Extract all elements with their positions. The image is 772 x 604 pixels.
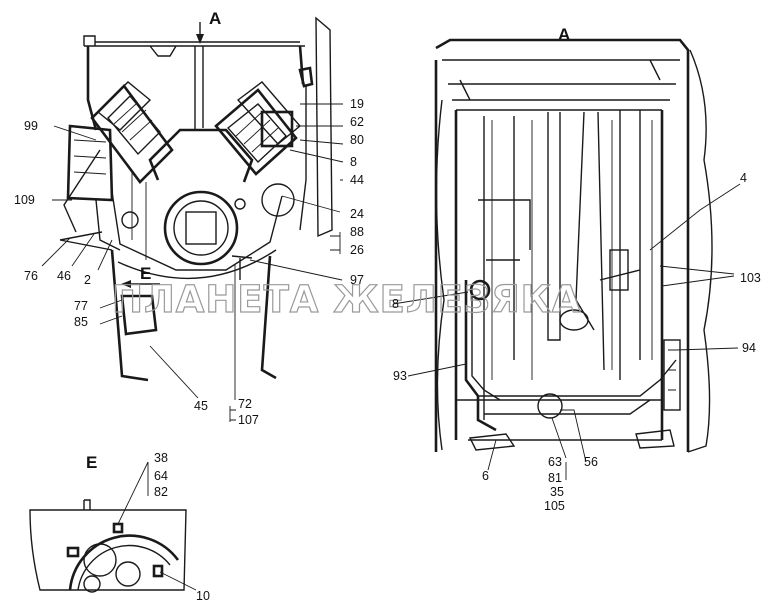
front-view-callout-76: 76	[24, 269, 38, 283]
view-a-callout-81: 81	[548, 471, 562, 485]
view-a-callout-63: 63	[548, 455, 562, 469]
front-view-callout-44: 44	[350, 173, 364, 187]
front-view-callout-99: 99	[24, 119, 38, 133]
detail-e-callout-10: 10	[196, 589, 210, 603]
front-view-callout-107: 107	[238, 413, 259, 427]
detail-e-callout-64: 64	[154, 469, 168, 483]
detail-e-marker: E	[120, 264, 160, 336]
front-view-callout-26: 26	[350, 243, 364, 257]
front-view-callout-2: 2	[84, 273, 91, 287]
view-a-callout-103: 103	[740, 271, 761, 285]
detail-e-callout-82: 82	[154, 485, 168, 499]
front-view-callout-72: 72	[238, 397, 252, 411]
front-view-callout-80: 80	[350, 133, 364, 147]
front-view-callout-8: 8	[350, 155, 357, 169]
front-view-callout-46: 46	[57, 269, 71, 283]
engine-block	[111, 128, 295, 280]
hydraulic-line	[464, 249, 681, 451]
front-view-callout-62: 62	[350, 115, 364, 129]
front-view-leaders	[41, 103, 344, 422]
view-a: A	[392, 25, 741, 480]
watermark: ПЛАНЕТА ЖЕЛЕЗЯКА	[112, 278, 582, 321]
front-view-callout-45: 45	[194, 399, 208, 413]
front-view-callout-19: 19	[350, 97, 364, 111]
view-a-callout-6: 6	[482, 469, 489, 483]
detail-e-callout-38: 38	[154, 451, 168, 465]
front-view-callout-77: 77	[74, 299, 88, 313]
front-view-callout-97: 97	[350, 273, 364, 287]
view-a-callout-56: 56	[584, 455, 598, 469]
view-a-callout-105: 105	[544, 499, 565, 513]
view-arrow-a: A	[196, 9, 221, 44]
detail-e: E	[29, 453, 197, 593]
detail-e-letter: E	[140, 264, 151, 283]
view-a-callout-35: 35	[550, 485, 564, 499]
front-view-callout-109: 109	[14, 193, 35, 207]
arrow-a-label: A	[209, 9, 221, 28]
view-a-callout-8: 8	[392, 297, 399, 311]
view-a-leaders	[392, 183, 741, 480]
front-view-callout-88: 88	[350, 225, 364, 239]
front-view-callout-85: 85	[74, 315, 88, 329]
view-a-callout-94: 94	[742, 341, 756, 355]
right-cylinder-bank	[214, 81, 301, 176]
left-cylinder-bank	[66, 81, 174, 202]
view-a-callout-4: 4	[740, 171, 747, 185]
front-view: A	[41, 9, 344, 422]
detail-e-title: E	[86, 453, 97, 472]
view-a-callout-93: 93	[393, 369, 407, 383]
front-view-callout-24: 24	[350, 207, 364, 221]
